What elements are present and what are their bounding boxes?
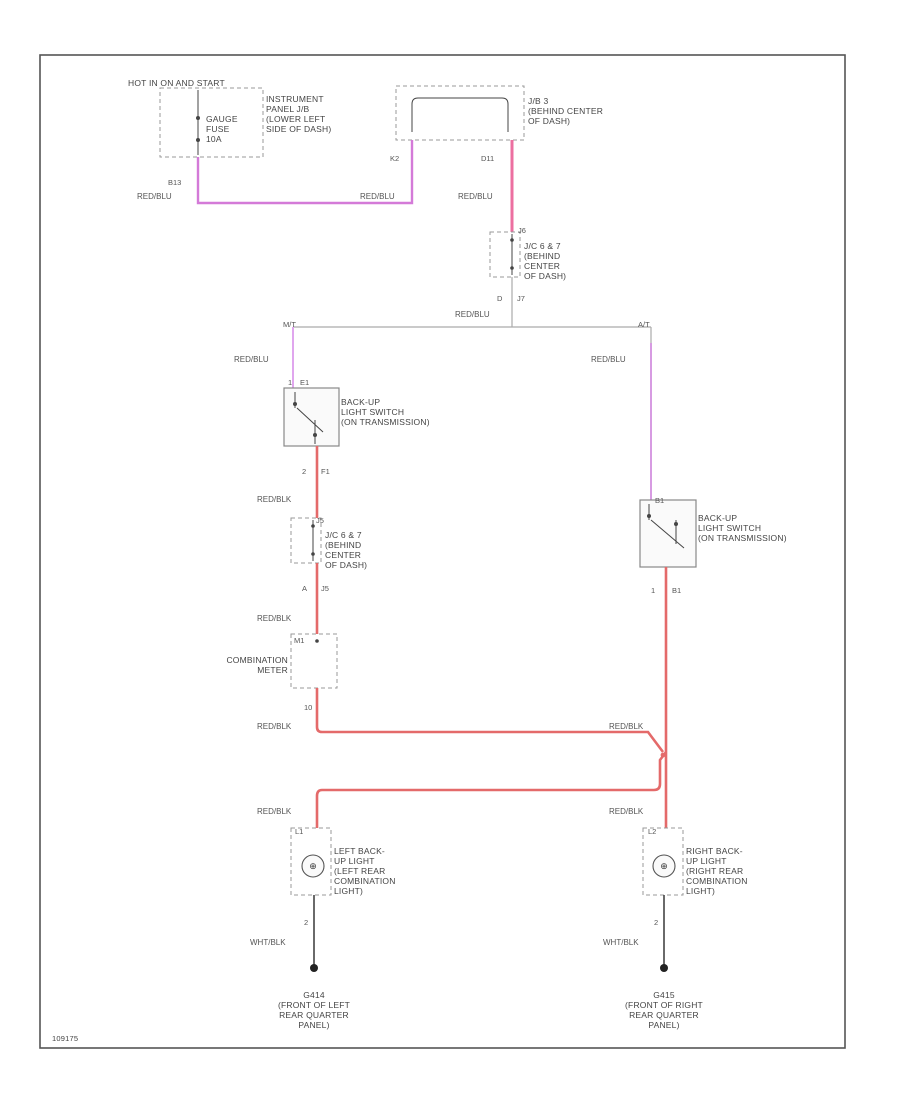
wire-label-at: RED/BLU xyxy=(591,355,626,364)
pin-jc-lo-out-pin: A xyxy=(302,584,308,593)
pin-lamp-right-in: L2 xyxy=(648,827,657,836)
wire-fuse-to-jb3 xyxy=(196,140,414,205)
pin-jc-up-out: J7 xyxy=(517,294,525,303)
left-backup-lamp-bulb xyxy=(301,854,325,878)
wire-label-mt: RED/BLU xyxy=(234,355,269,364)
junction-block-3-box xyxy=(395,85,525,141)
wire-label-lamp-left: RED/BLK xyxy=(257,807,292,816)
jc-upper-terminal-in xyxy=(510,238,514,242)
backup-switch-right-box xyxy=(639,499,697,568)
pin-jc-lo-out: J5 xyxy=(321,584,329,593)
jb3-bus-bar xyxy=(411,97,509,132)
ground-right-label: G415 (FRONT OF RIGHT REAR QUARTER PANEL) xyxy=(625,990,703,1030)
pin-lamp-left-in: L1 xyxy=(295,827,304,836)
label-mt: M/T xyxy=(283,320,296,329)
jc-upper-label: J/C 6 & 7 (BEHIND CENTER OF DASH) xyxy=(524,241,567,281)
backup-switch-left-terminal xyxy=(313,433,317,437)
wire-cross-to-left-lamp xyxy=(315,751,668,828)
pin-jc-up-out-pin: D xyxy=(497,294,503,303)
ground-left-label: G414 (FRONT OF LEFT REAR QUARTER PANEL) xyxy=(277,990,351,1030)
pin-fuse-out: B13 xyxy=(168,178,182,187)
wire-meter-to-right-lamp xyxy=(315,688,665,753)
jc-lower-label: J/C 6 & 7 (BEHIND CENTER OF DASH) xyxy=(325,530,368,570)
combination-meter-terminal xyxy=(315,639,319,643)
backup-switch-right-terminal xyxy=(674,522,678,526)
wire-label-fuse: RED/BLU xyxy=(137,192,172,201)
gauge-fuse-label: GAUGE FUSE 10A xyxy=(206,114,238,144)
left-backup-lamp-box xyxy=(290,827,332,896)
pin-lamp-left-out: 2 xyxy=(304,918,309,927)
pin-sw-left-out-pin: 2 xyxy=(302,467,307,476)
pin-sw-left-out: F1 xyxy=(321,467,330,476)
gauge-fuse-box xyxy=(159,87,264,158)
pin-sw-left-in: E1 xyxy=(300,378,310,387)
wire-label-jb: RED/BLU xyxy=(360,192,395,201)
pin-sw-right-out: B1 xyxy=(672,586,682,595)
right-backup-lamp-symbol: ⊕ xyxy=(660,861,668,871)
combination-meter-box xyxy=(290,633,338,689)
ground-right-point xyxy=(660,964,668,972)
wire-label-jc-left: RED/BLK xyxy=(257,614,292,623)
pin-jc-up-in: J6 xyxy=(518,226,526,235)
pin-lamp-right-out: 2 xyxy=(654,918,659,927)
pin-jb3-out: D11 xyxy=(481,154,495,163)
left-backup-lamp-label: LEFT BACK- UP LIGHT (LEFT REAR COMBINATI… xyxy=(334,846,396,896)
jc-lower-terminal-in xyxy=(311,524,315,528)
splice-point xyxy=(660,752,666,758)
pin-sw-right-out-pin: 1 xyxy=(651,586,656,595)
right-backup-lamp-label: RIGHT BACK- UP LIGHT (RIGHT REAR COMBINA… xyxy=(686,846,748,896)
jc-upper-terminal-out xyxy=(510,266,514,270)
pin-meter-in: M1 xyxy=(294,636,305,645)
pin-sw-left-in-pin: 1 xyxy=(288,378,293,387)
wire-label-ground-right: WHT/BLK xyxy=(603,938,639,947)
instrument-panel-jb-label: INSTRUMENT PANEL J/B (LOWER LEFT SIDE OF… xyxy=(266,94,332,134)
joint-connector-lower-box xyxy=(290,517,322,564)
fuse-header-label: HOT IN ON AND START xyxy=(128,78,225,88)
pin-jb3-in: K2 xyxy=(390,154,400,163)
backup-switch-left-box xyxy=(283,387,340,447)
left-backup-lamp-symbol: ⊕ xyxy=(309,861,317,871)
right-backup-lamp-box xyxy=(642,827,684,896)
joint-connector-upper-box xyxy=(489,231,521,278)
wire-label-lamp-right: RED/BLK xyxy=(609,807,644,816)
wire-label-jb3: RED/BLU xyxy=(458,192,493,201)
combination-meter-label: COMBINATION METER xyxy=(226,655,288,675)
pin-meter-out: 10 xyxy=(304,703,313,712)
right-backup-lamp-bulb xyxy=(652,854,676,878)
wire-label-split: RED/BLU xyxy=(455,310,490,319)
backup-switch-left-label: BACK-UP LIGHT SWITCH (ON TRANSMISSION) xyxy=(341,397,430,427)
jb3-label: J/B 3 (BEHIND CENTER OF DASH) xyxy=(528,96,604,126)
wire-label-cross: RED/BLK xyxy=(609,722,644,731)
wire-label-sw-left: RED/BLK xyxy=(257,495,292,504)
backup-switch-left-pivot xyxy=(293,402,297,406)
pin-jc-lo-in: J5 xyxy=(316,516,324,525)
ground-left-point xyxy=(310,964,318,972)
backup-switch-left-blade xyxy=(296,407,324,433)
wire-label-ground-left: WHT/BLK xyxy=(250,938,286,947)
backup-switch-right-blade xyxy=(650,519,685,549)
pin-sw-right-in: B1 xyxy=(655,496,665,505)
jc-lower-terminal-out xyxy=(311,552,315,556)
diagram-code: 109175 xyxy=(52,1034,79,1043)
backup-switch-right-label: BACK-UP LIGHT SWITCH (ON TRANSMISSION) xyxy=(698,513,787,543)
wire-label-meter: RED/BLK xyxy=(257,722,292,731)
fuse-terminal-top xyxy=(196,116,200,120)
diagram-frame xyxy=(39,54,846,1049)
backup-switch-right-pivot xyxy=(647,514,651,518)
fuse-terminal-bottom xyxy=(196,138,200,142)
label-at: A/T xyxy=(638,320,650,329)
